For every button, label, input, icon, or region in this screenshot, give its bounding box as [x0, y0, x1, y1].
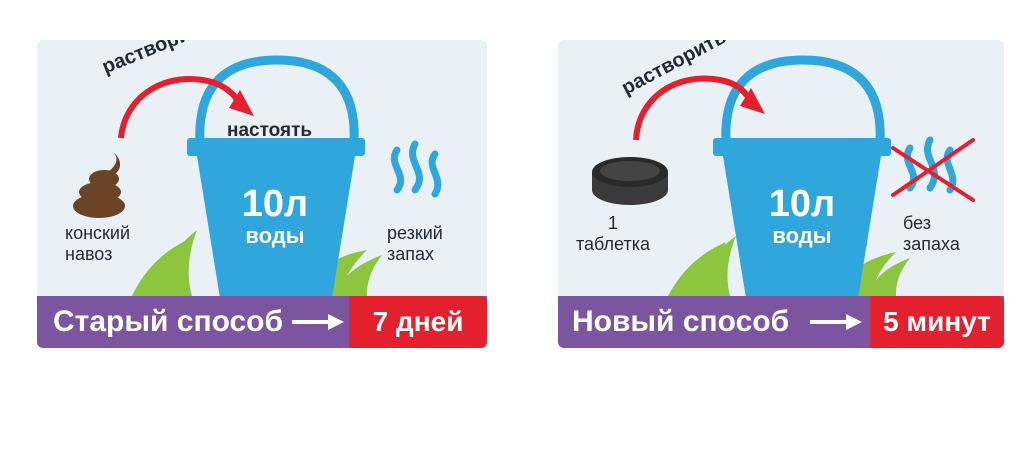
smell-label: резкий запах	[387, 223, 443, 265]
input-label: конский навоз	[65, 223, 130, 265]
dissolve-arrow-icon	[633, 75, 765, 141]
smell-label: без запаха	[903, 213, 960, 255]
smell-label-line1: без	[903, 213, 931, 233]
old-method-panel: растворить настоять конский навоз 10л во…	[37, 40, 487, 348]
input-label-line2: таблетка	[576, 234, 650, 254]
tablet-icon	[592, 157, 668, 205]
smell-label-line2: запах	[387, 244, 435, 264]
smell-label-line1: резкий	[387, 223, 443, 243]
method-bar: Старый способ 7 дней	[37, 296, 487, 348]
bucket-icon	[713, 138, 891, 298]
method-bar: Новый способ 5 минут	[558, 296, 1004, 348]
bucket-text: 10л воды	[220, 184, 330, 248]
steam-icon	[390, 140, 442, 198]
bucket-volume: 10л	[768, 183, 836, 225]
right-arrow-icon	[810, 314, 862, 330]
bucket-volume: 10л	[241, 183, 309, 225]
time-badge: 5 минут	[870, 296, 1004, 348]
dissolve-arrow-icon	[118, 76, 254, 139]
input-label-line1: конский	[65, 223, 131, 243]
right-arrow-icon	[292, 314, 344, 330]
method-label: Старый способ	[53, 305, 284, 338]
bucket-handle-icon	[195, 55, 359, 147]
new-method-panel: растворить 1 таблетка 10л воды без запах…	[558, 40, 1004, 348]
bucket-icon	[187, 138, 365, 298]
input-label-line2: навоз	[65, 244, 113, 264]
smell-label-line2: запаха	[903, 234, 960, 254]
bucket-liquid: воды	[772, 223, 832, 248]
bucket-handle-icon	[721, 55, 885, 147]
bucket-liquid: воды	[245, 223, 305, 248]
method-label: Новый способ	[572, 305, 790, 338]
bucket-text: 10л воды	[747, 184, 857, 248]
steep-label: настоять	[227, 120, 313, 141]
time-badge: 7 дней	[349, 296, 487, 348]
manure-icon	[73, 152, 125, 218]
input-label-line1: 1	[607, 213, 618, 233]
input-label: 1 таблетка	[576, 213, 650, 255]
new-method-illustration	[592, 55, 975, 298]
cross-icon	[891, 138, 975, 202]
old-method-illustration	[73, 55, 442, 298]
